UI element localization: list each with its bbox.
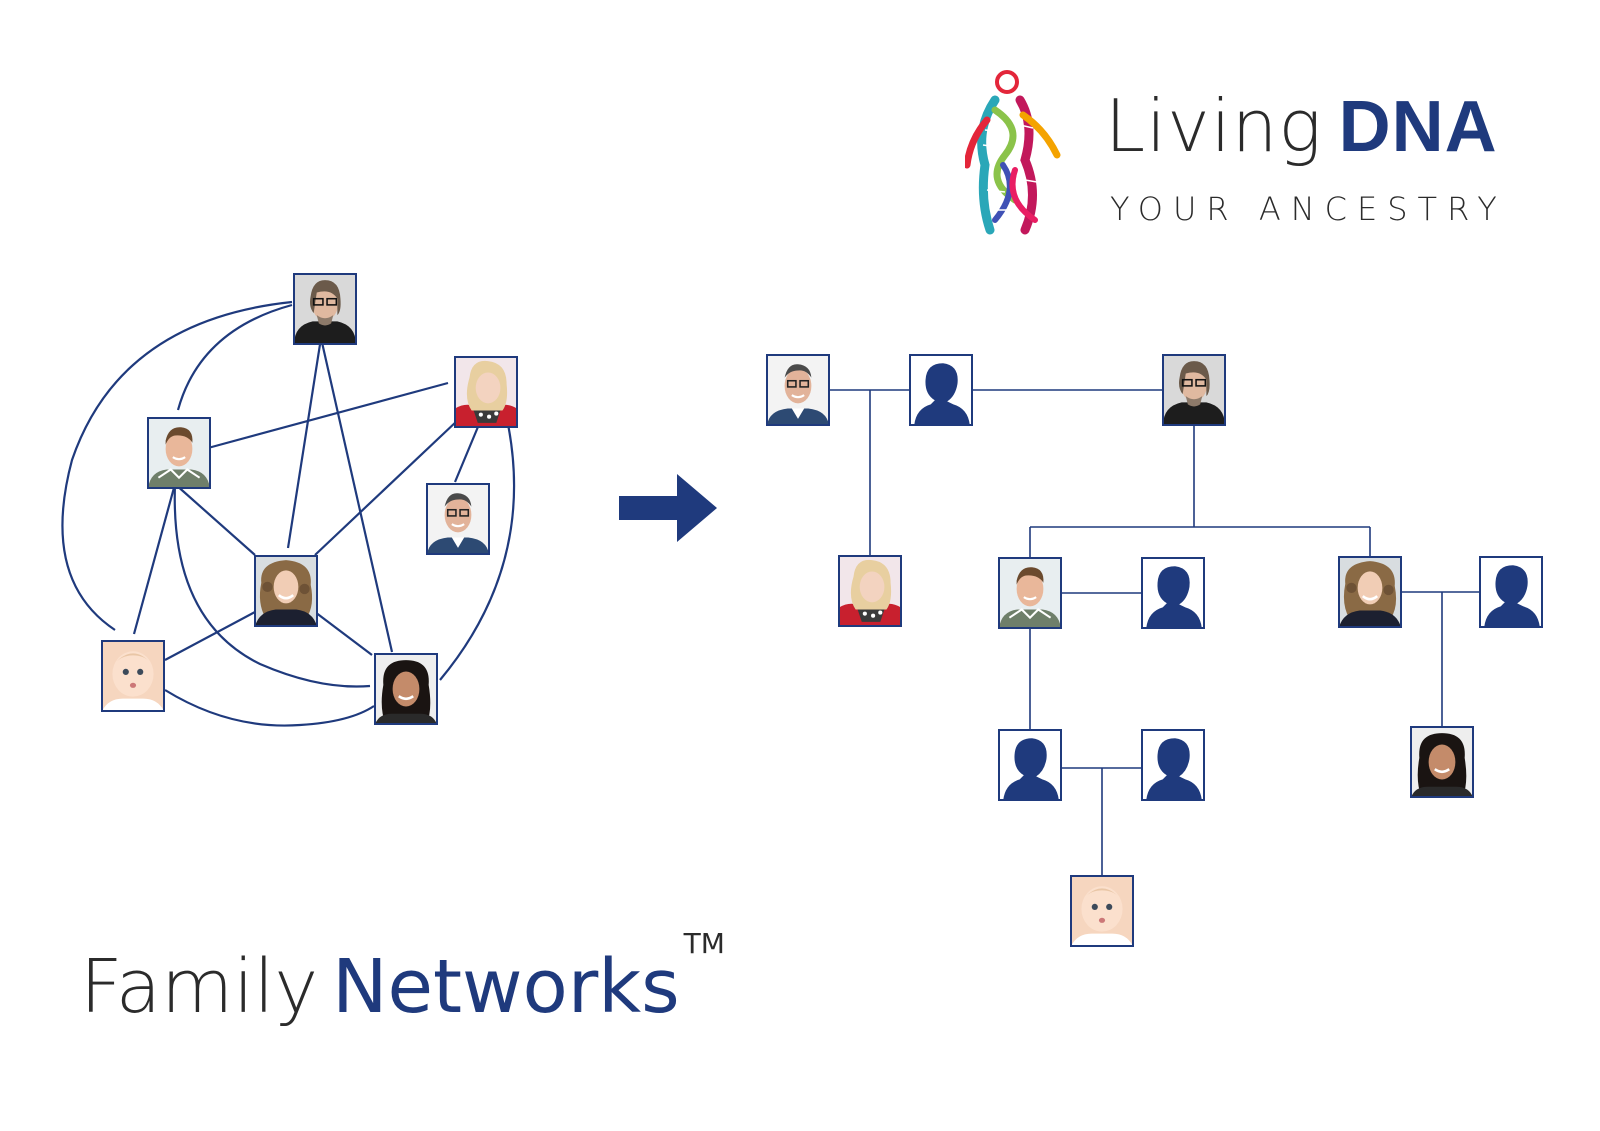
network-node-grandfather xyxy=(293,273,357,345)
title-light-word: Family xyxy=(80,944,319,1030)
silhouette-icon xyxy=(910,355,972,425)
tree-node-curly-woman xyxy=(1338,556,1402,628)
edge-curly-baby xyxy=(164,611,256,661)
tree-node-unknown-1 xyxy=(909,354,973,426)
network-node-young-woman xyxy=(454,356,518,428)
silhouette-icon xyxy=(999,730,1061,800)
edge-blonde-curly xyxy=(314,419,459,556)
edge-grandfather-girl xyxy=(319,337,394,653)
silhouette-icon xyxy=(1142,730,1204,800)
trademark-mark: TM xyxy=(683,927,725,960)
tree-node-baby xyxy=(1070,875,1134,947)
blonde-woman-with-scarf-photo xyxy=(455,357,517,427)
brand-name-light: Living xyxy=(1105,84,1323,168)
dark-haired-girl-photo xyxy=(1411,727,1473,797)
tree-node-girl xyxy=(1410,726,1474,798)
edge-grandfather-baby xyxy=(61,300,293,631)
grey-haired-man-with-glasses-photo xyxy=(1163,355,1225,425)
edge-shortman-curly xyxy=(174,483,256,556)
title-bold-word: Networks xyxy=(332,944,680,1030)
brand-name-bold: DNA xyxy=(1338,87,1498,167)
tree-node-young-woman xyxy=(838,555,902,627)
edge-grandfather-shortman xyxy=(176,303,293,411)
edge-shortman-blonde xyxy=(207,381,449,450)
edge-blonde-girl xyxy=(439,409,516,681)
edge-curly-girl xyxy=(314,611,373,656)
tree-node-unknown-2 xyxy=(1141,557,1205,629)
network-node-man-short-hair xyxy=(147,417,211,489)
curly-haired-woman-photo xyxy=(1339,557,1401,627)
network-node-girl xyxy=(374,653,438,725)
tree-node-unknown-4 xyxy=(998,729,1062,801)
silhouette-icon xyxy=(1142,558,1204,628)
silhouette-icon xyxy=(1480,557,1542,627)
dark-haired-girl-photo xyxy=(375,654,437,724)
edge-grandfather-curly xyxy=(286,337,323,549)
baby-photo xyxy=(102,641,164,711)
tree-node-man-short-hair xyxy=(998,557,1062,629)
grey-haired-man-with-glasses-photo xyxy=(294,274,356,344)
curly-haired-woman-photo xyxy=(255,556,317,626)
blonde-woman-with-scarf-photo xyxy=(839,556,901,626)
tree-node-unknown-5 xyxy=(1141,729,1205,801)
edge-shortman-girl xyxy=(173,483,371,688)
tree-node-man-glasses xyxy=(766,354,830,426)
edge-blonde-glassesman xyxy=(453,421,482,483)
network-nodes xyxy=(101,273,518,725)
brand-tagline: YOUR ANCESTRY xyxy=(1110,190,1507,228)
smiling-man-photo xyxy=(999,558,1061,628)
network-node-man-glasses xyxy=(426,483,490,555)
network-node-curly-woman xyxy=(254,555,318,627)
right-arrow-icon xyxy=(619,474,717,542)
man-with-glasses-photo xyxy=(427,484,489,554)
tree-node-unknown-3 xyxy=(1479,556,1543,628)
edge-baby-girl xyxy=(164,689,375,727)
man-with-glasses-photo xyxy=(767,355,829,425)
tree-nodes xyxy=(766,354,1543,947)
tree-connectors xyxy=(829,389,1480,876)
network-edges xyxy=(61,300,516,727)
baby-photo xyxy=(1071,876,1133,946)
network-node-baby xyxy=(101,640,165,712)
tree-node-grandfather xyxy=(1162,354,1226,426)
dna-figure-logo-icon xyxy=(965,70,1061,235)
edge-shortman-baby xyxy=(132,483,177,635)
smiling-man-photo xyxy=(148,418,210,488)
